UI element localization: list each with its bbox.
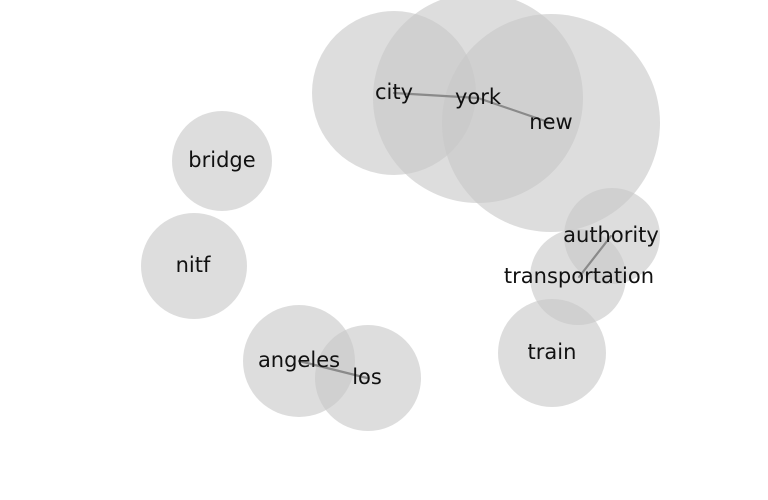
term-label-nitf: nitf bbox=[176, 253, 211, 277]
labels-layer: city york new bridge nitf authority transporta… bbox=[176, 80, 659, 389]
term-label-bridge: bridge bbox=[188, 148, 255, 172]
edge-city-york bbox=[392, 91, 480, 100]
bubble-nitf bbox=[141, 213, 247, 319]
term-label-city: city bbox=[375, 80, 413, 104]
bubble-train bbox=[498, 299, 606, 407]
term-label-new: new bbox=[529, 110, 572, 134]
term-label-train: train bbox=[528, 340, 577, 364]
edges-layer bbox=[297, 91, 613, 380]
term-label-york: york bbox=[455, 85, 502, 109]
bubbles-layer bbox=[141, 0, 660, 431]
edge-york-new bbox=[476, 96, 553, 125]
edge-authority-transportation bbox=[577, 234, 613, 279]
term-label-angeles: angeles bbox=[258, 348, 340, 372]
term-label-los: los bbox=[352, 365, 382, 389]
edge-angeles-los bbox=[297, 359, 369, 380]
bubble-bridge bbox=[172, 111, 272, 211]
term-label-transportation: transportation bbox=[504, 264, 654, 288]
term-label-authority: authority bbox=[563, 223, 659, 247]
